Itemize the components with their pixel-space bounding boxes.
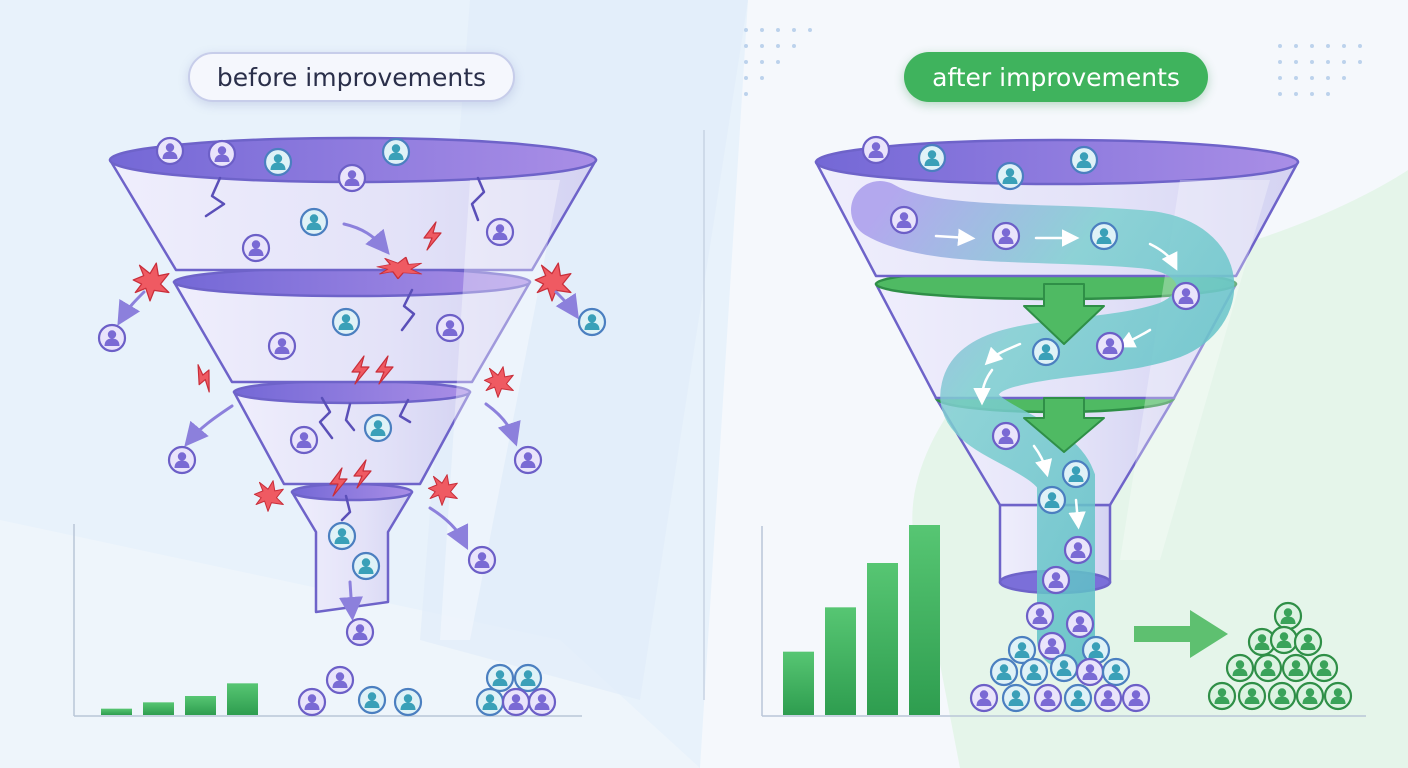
user-icon xyxy=(1171,281,1201,311)
leak-arrow-icons xyxy=(117,222,579,621)
user-icon xyxy=(1293,627,1323,657)
user-icon xyxy=(1061,459,1091,489)
user-icon xyxy=(1025,601,1055,631)
user-icon xyxy=(1309,653,1339,683)
user-icon xyxy=(155,136,185,166)
user-icon xyxy=(1281,653,1311,683)
bar xyxy=(185,696,216,715)
green-down-arrow-icons xyxy=(1023,283,1105,453)
dot-pattern-left xyxy=(744,28,812,96)
bar xyxy=(101,708,132,715)
after-label: after improvements xyxy=(904,52,1208,102)
bar xyxy=(227,683,258,715)
user-icon xyxy=(263,147,293,177)
user-icon xyxy=(1041,565,1071,595)
user-icon xyxy=(969,683,999,713)
user-icon xyxy=(917,143,947,173)
user-icon xyxy=(337,163,367,193)
bars-before xyxy=(101,683,258,715)
bars-after xyxy=(783,525,940,715)
user-icon xyxy=(1065,609,1095,639)
user-icon xyxy=(501,687,531,717)
user-icon xyxy=(1037,631,1067,661)
user-icon xyxy=(1323,681,1353,711)
user-icon xyxy=(1295,681,1325,711)
user-icon xyxy=(513,445,543,475)
bar xyxy=(143,702,174,715)
user-icon xyxy=(1019,657,1049,687)
user-icon xyxy=(1253,653,1283,683)
user-icon xyxy=(1001,683,1031,713)
user-icon xyxy=(1269,625,1299,655)
user-icon xyxy=(991,421,1021,451)
user-icon xyxy=(1007,635,1037,665)
flow-arrow-icons xyxy=(934,228,1178,530)
user-icon xyxy=(1237,681,1267,711)
user-icon xyxy=(1063,535,1093,565)
user-icon xyxy=(485,663,515,693)
user-icon xyxy=(289,425,319,455)
user-icon xyxy=(861,135,891,165)
user-icon xyxy=(267,331,297,361)
user-icon xyxy=(577,307,607,337)
user-icon xyxy=(1075,657,1105,687)
user-icon xyxy=(325,665,355,695)
after-chart xyxy=(761,525,1366,717)
crack-icons xyxy=(204,176,486,522)
user-icon xyxy=(381,137,411,167)
user-icon xyxy=(1101,657,1131,687)
user-icon xyxy=(1063,683,1093,713)
user-icon xyxy=(1089,221,1119,251)
user-icon xyxy=(991,221,1021,251)
bar xyxy=(867,563,898,715)
user-icon xyxy=(207,139,237,169)
user-icon xyxy=(331,307,361,337)
user-icon xyxy=(357,685,387,715)
user-icon xyxy=(167,445,197,475)
user-icon xyxy=(1069,145,1099,175)
user-icon xyxy=(97,323,127,353)
bar xyxy=(909,525,940,715)
user-icon xyxy=(889,205,919,235)
leaky-funnel xyxy=(108,136,598,640)
user-icon xyxy=(1207,681,1237,711)
user-icon xyxy=(297,687,327,717)
user-icon xyxy=(485,217,515,247)
user-icon xyxy=(467,545,497,575)
user-icon xyxy=(1093,683,1123,713)
user-icon xyxy=(1225,653,1255,683)
user-icon xyxy=(527,687,557,717)
user-icon xyxy=(989,657,1019,687)
dot-pattern-right xyxy=(1278,44,1362,96)
conversion-flow xyxy=(851,181,1235,669)
user-icon xyxy=(363,413,393,443)
user-icon xyxy=(345,617,375,647)
user-icon xyxy=(1095,331,1125,361)
green-arrow-icon xyxy=(1134,610,1228,658)
user-icon xyxy=(475,687,505,717)
user-icon xyxy=(1267,681,1297,711)
user-icon xyxy=(393,687,423,717)
user-icon xyxy=(1031,337,1061,367)
user-icons xyxy=(97,135,1353,717)
user-icon xyxy=(327,521,357,551)
bar xyxy=(783,651,814,715)
before-chart xyxy=(73,524,582,717)
user-icon xyxy=(1037,485,1067,515)
user-icon xyxy=(1033,683,1063,713)
user-icon xyxy=(1121,683,1151,713)
user-icon xyxy=(299,207,329,237)
user-icon xyxy=(1049,653,1079,683)
user-icon xyxy=(1273,601,1303,631)
user-icon xyxy=(241,233,271,263)
user-icon xyxy=(995,161,1025,191)
user-icon xyxy=(513,663,543,693)
user-icon xyxy=(351,551,381,581)
before-label: before improvements xyxy=(188,52,515,102)
bar xyxy=(825,607,856,715)
user-icon xyxy=(435,313,465,343)
